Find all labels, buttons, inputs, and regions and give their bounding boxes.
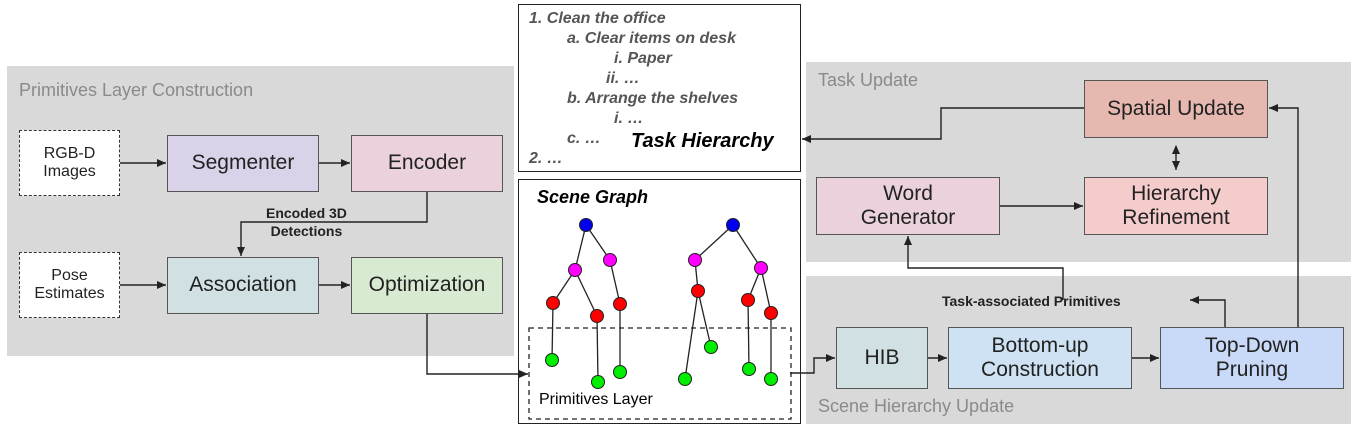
scene-graph-root-node	[579, 218, 593, 232]
primitives-layer-dashed-box	[528, 327, 792, 420]
arrow-primitives-to-hib	[790, 354, 835, 374]
encoder-label: Encoder	[387, 151, 467, 175]
task-associated-primitives-label: Task-associated Primitives	[942, 293, 1121, 309]
scene-graph-edge	[574, 224, 587, 271]
scene-graph-primitive-node	[764, 372, 778, 386]
scene-graph-primitive-node	[678, 372, 692, 386]
task-item: 1. Clean the office	[529, 10, 666, 27]
scene-graph-object-node	[764, 306, 778, 320]
top-down-pruning-label: Top-Down Pruning	[1204, 333, 1300, 381]
scene-graph-edge	[760, 267, 772, 314]
scene-graph-edge	[747, 299, 750, 370]
scene-graph-title: Scene Graph	[537, 187, 649, 207]
arrow-optimization-to-primitives	[426, 314, 528, 378]
arrow-primitives-to-word-generator	[904, 236, 1064, 300]
pose-estimates-input: Pose Estimates	[19, 252, 120, 318]
scene-graph-room-node	[603, 253, 617, 267]
segmenter-label: Segmenter	[191, 151, 295, 175]
scene-graph-primitive-node	[545, 353, 559, 367]
pose-estimates-label: Pose Estimates	[34, 266, 105, 302]
task-item: i. …	[614, 110, 644, 127]
spatial-update-node: Spatial Update	[1084, 80, 1268, 138]
arrow-encoder-to-association	[237, 192, 428, 256]
arrow-spatial-to-task-hierarchy	[802, 107, 1084, 143]
scene-graph-primitive-node	[591, 375, 605, 389]
hib-label: HIB	[864, 345, 900, 369]
optimization-node: Optimization	[351, 257, 503, 314]
scene-graph-object-node	[613, 297, 627, 311]
scene-graph-root-node	[726, 218, 740, 232]
scene-graph-primitive-node	[742, 362, 756, 376]
scene-graph-object-node	[590, 309, 604, 323]
hib-node: HIB	[836, 327, 928, 389]
scene-graph-edge	[732, 224, 762, 269]
scene-graph-edge	[609, 259, 621, 305]
scene-graph-room-node	[754, 261, 768, 275]
scene-graph-object-node	[741, 293, 755, 307]
spatial-update-label: Spatial Update	[1107, 96, 1245, 120]
scene-graph-room-node	[688, 253, 702, 267]
task-item: c. …	[567, 130, 601, 147]
top-down-pruning-node: Top-Down Pruning	[1160, 327, 1344, 389]
task-item: a. Clear items on desk	[567, 30, 736, 47]
scene-graph-edge	[684, 290, 699, 380]
encoder-node: Encoder	[351, 135, 503, 192]
bottom-up-construction-node: Bottom-up Construction	[948, 327, 1132, 389]
hierarchy-refinement-node: Hierarchy Refinement	[1084, 177, 1268, 235]
encoded-3d-detections-label: Encoded 3D Detections	[266, 205, 347, 239]
task-item: 2. …	[529, 150, 563, 167]
word-generator-label: Word Generator	[860, 181, 956, 229]
arrow-top-down-to-task-primitives	[1190, 296, 1226, 327]
task-item: i. Paper	[614, 50, 672, 67]
rgbd-images-label: RGB-D Images	[43, 144, 96, 180]
hierarchy-refinement-label: Hierarchy Refinement	[1122, 181, 1230, 229]
segmenter-node: Segmenter	[167, 135, 319, 192]
scene-hierarchy-update-title: Scene Hierarchy Update	[818, 396, 1015, 416]
task-hierarchy-box: 1. Clean the office a. Clear items on de…	[518, 4, 801, 172]
primitives-layer-label: Primitives Layer	[539, 391, 653, 408]
scene-graph-edge	[574, 269, 598, 317]
task-hierarchy-label: Task Hierarchy	[631, 130, 774, 152]
scene-graph-primitive-node	[704, 340, 718, 354]
scene-graph-edge	[585, 224, 611, 261]
association-node: Association	[167, 257, 319, 314]
scene-graph-primitive-node	[613, 365, 627, 379]
task-item: b. Arrange the shelves	[567, 90, 739, 107]
primitives-layer-construction-title: Primitives Layer Construction	[19, 80, 254, 100]
scene-graph-room-node	[568, 263, 582, 277]
bottom-up-construction-label: Bottom-up Construction	[981, 333, 1099, 381]
scene-graph-object-node	[691, 284, 705, 298]
scene-graph-edge	[697, 290, 712, 348]
scene-graph-edge	[596, 315, 599, 383]
scene-graph-box: Scene Graph Primitives Layer	[518, 179, 801, 424]
optimization-label: Optimization	[368, 273, 486, 297]
association-label: Association	[189, 273, 297, 297]
task-item: ii. …	[606, 70, 640, 87]
word-generator-node: Word Generator	[816, 177, 1000, 235]
scene-graph-object-node	[546, 296, 560, 310]
rgbd-images-input: RGB-D Images	[19, 130, 120, 196]
scene-graph-edge	[694, 224, 734, 261]
task-update-title: Task Update	[818, 70, 919, 90]
arrow-top-down-to-spatial	[1269, 104, 1299, 327]
scene-graph-edge	[551, 302, 554, 361]
